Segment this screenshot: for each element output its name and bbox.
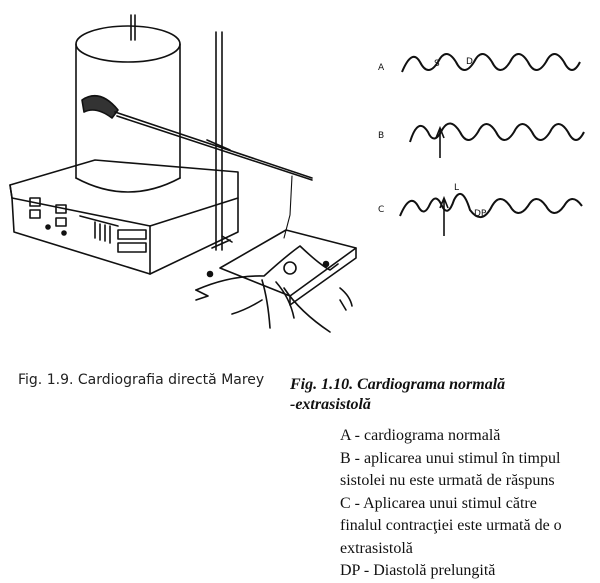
cardiogram-traces: A S D B C L DP xyxy=(378,53,585,236)
legend-line: A - cardiograma normală xyxy=(340,427,501,444)
legend-line: B - aplicarea unui stimul în timpul xyxy=(340,449,561,467)
trace-c-annotation-dp: DP xyxy=(474,209,487,219)
trace-c-annotation-l: L xyxy=(454,183,459,193)
trace-a-annotation-d: D xyxy=(466,57,473,67)
figure-1-10-title-line1: Fig. 1.10. Cardiograma normală xyxy=(290,376,506,393)
figure-1-9-caption: Fig. 1.9. Cardiografia directă Marey xyxy=(18,372,265,388)
stimulus-arrow-b xyxy=(435,125,445,158)
trace-a xyxy=(401,53,581,73)
legend-line: C - Aplicarea unui stimul către xyxy=(340,494,537,512)
trace-letter-b: B xyxy=(378,131,384,141)
thread xyxy=(283,175,293,239)
trace-c xyxy=(399,192,583,218)
lever-stand xyxy=(206,31,233,251)
trace-letter-c: C xyxy=(378,205,384,215)
stimulus-arrow-c xyxy=(439,195,449,236)
recording-lever xyxy=(114,111,313,181)
trace-letter-a: A xyxy=(378,63,385,73)
trace-b xyxy=(409,122,585,143)
marey-apparatus-drawing xyxy=(9,14,357,333)
figure-1-10-title-line2: -extrasistolă xyxy=(290,396,371,413)
legend-line: DP - Diastolă prelungită xyxy=(340,562,496,579)
kymograph-base xyxy=(9,159,239,275)
figure-1-10-legend: A - cardiograma normală B - aplicarea un… xyxy=(340,425,562,583)
legend-line: extrasistolă xyxy=(340,539,413,557)
figure-1-10-title: Fig. 1.10. Cardiograma normală -extrasis… xyxy=(290,375,505,415)
legend-line: finalul contracţiei este urmată de o xyxy=(340,517,562,534)
kymograph-drum xyxy=(75,14,181,193)
frog-board xyxy=(195,229,357,333)
trace-a-annotation-s: S xyxy=(434,59,440,69)
legend-line: sistolei nu este urmată de răspuns xyxy=(340,472,555,489)
